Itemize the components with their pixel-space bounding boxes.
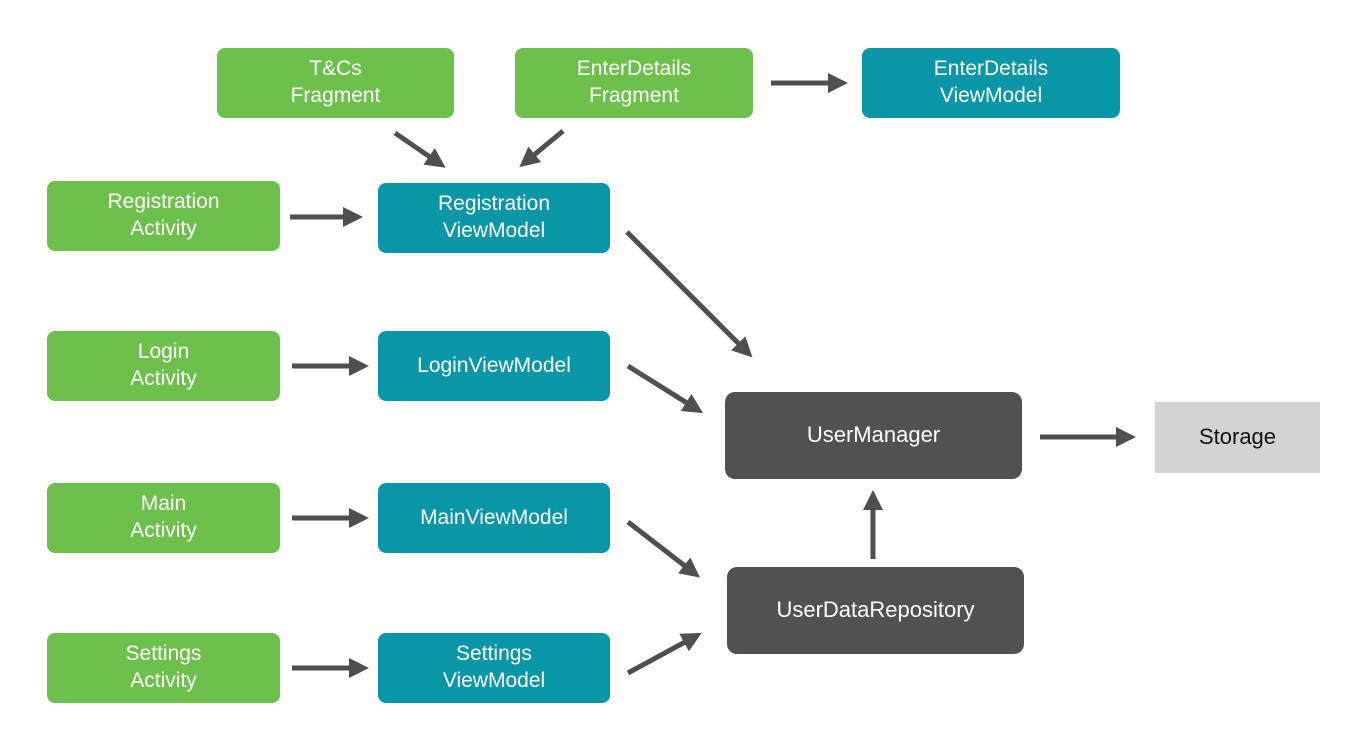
- node-tcs-fragment: T&Cs Fragment: [217, 48, 454, 118]
- node-settings-viewmodel: Settings ViewModel: [378, 633, 610, 703]
- node-registration-activity: Registration Activity: [47, 181, 280, 251]
- node-main-viewmodel: MainViewModel: [378, 483, 610, 553]
- arrow-registration-viewmodel-to-usermanager: [625, 230, 753, 358]
- arrow-main-viewmodel-to-userdatarepository: [626, 520, 701, 578]
- arrow-tcs-fragment-to-registration-viewmodel: [393, 130, 446, 168]
- arrow-enterdetails-fragment-to-registration-viewmodel: [519, 129, 565, 168]
- node-enterdetails-viewmodel-label: EnterDetails ViewModel: [933, 57, 1049, 107]
- node-usermanager-label: UserManager: [806, 422, 941, 448]
- node-settings-activity-label: Settings Activity: [125, 642, 202, 692]
- node-storage-label: Storage: [1198, 424, 1277, 450]
- node-login-viewmodel-label: LoginViewModel: [417, 353, 571, 377]
- node-registration-viewmodel: Registration ViewModel: [378, 183, 610, 253]
- node-registration-activity-label: Registration Activity: [107, 190, 220, 240]
- node-login-activity: Login Activity: [47, 331, 280, 401]
- node-login-activity-label: Login Activity: [130, 340, 197, 390]
- node-enterdetails-fragment: EnterDetails Fragment: [515, 48, 753, 118]
- node-login-viewmodel: LoginViewModel: [378, 331, 610, 401]
- node-usermanager: UserManager: [725, 392, 1022, 479]
- arrow-settings-viewmodel-to-userdatarepository: [626, 632, 702, 676]
- node-settings-activity: Settings Activity: [47, 633, 280, 703]
- node-enterdetails-fragment-label: EnterDetails Fragment: [576, 57, 692, 107]
- node-settings-viewmodel-label: Settings ViewModel: [442, 642, 546, 692]
- node-userdatarepository: UserDataRepository: [727, 567, 1024, 654]
- node-enterdetails-viewmodel: EnterDetails ViewModel: [862, 48, 1120, 118]
- arrow-login-viewmodel-to-usermanager: [626, 363, 704, 414]
- node-main-viewmodel-label: MainViewModel: [420, 505, 568, 529]
- node-tcs-fragment-label: T&Cs Fragment: [290, 57, 381, 107]
- node-main-activity-label: Main Activity: [130, 492, 197, 542]
- node-userdatarepository-label: UserDataRepository: [776, 597, 975, 623]
- node-main-activity: Main Activity: [47, 483, 280, 553]
- node-storage: Storage: [1155, 402, 1320, 473]
- node-registration-viewmodel-label: Registration ViewModel: [437, 192, 551, 242]
